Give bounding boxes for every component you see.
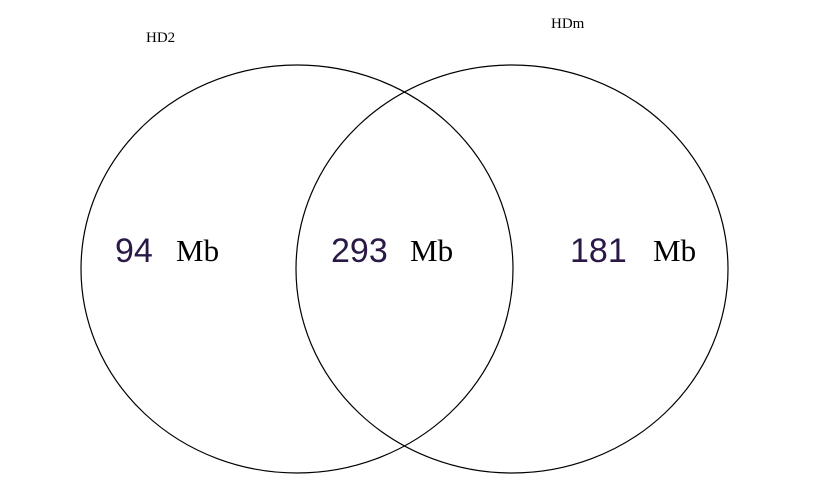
circle-hdm [295,64,729,474]
unit-hdm-only: Mb [653,233,696,268]
label-hdm: HDm [551,16,585,32]
value-hdm-only: 181 [570,232,627,270]
unit-shared: Mb [410,233,453,268]
value-hd2-only: 94 [115,232,153,270]
value-shared: 293 [331,232,388,270]
circle-hd2 [80,64,514,474]
label-hd2: HD2 [146,30,175,46]
unit-hd2-only: Mb [176,233,219,268]
